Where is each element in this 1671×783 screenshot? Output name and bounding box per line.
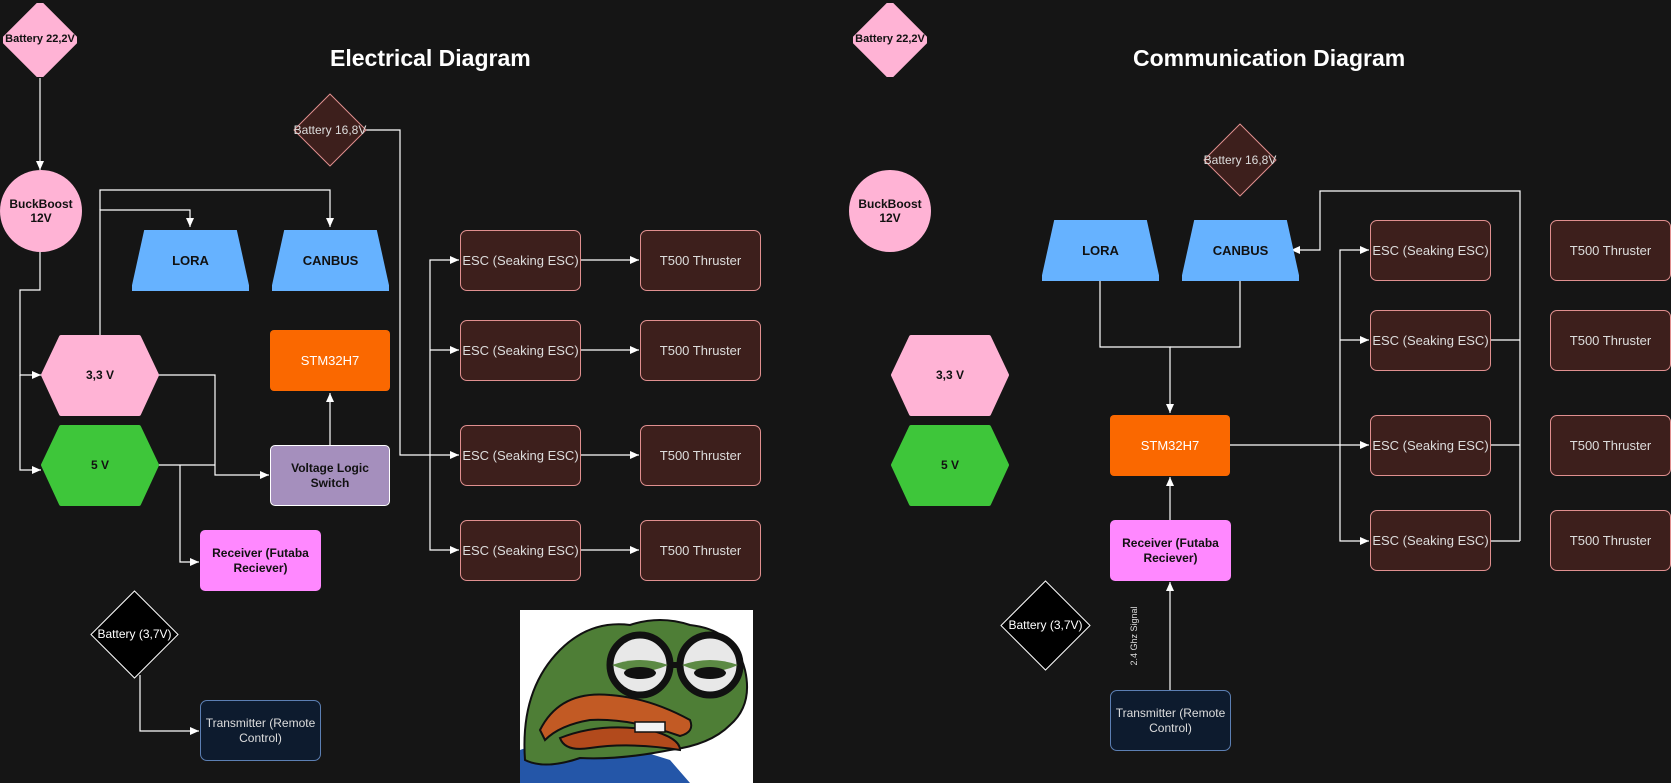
comm-transmitter-node[interactable]: Transmitter (Remote Control) [1110,690,1231,751]
buckboost-node[interactable]: BuckBoost 12V [0,170,82,252]
communication-diagram-title: Communication Diagram [1133,45,1406,71]
trapezoid-shape [1182,220,1299,281]
edge-buckboost-rails [19,250,41,379]
edge-33-canbus [99,189,334,227]
comm-thruster-node[interactable]: T500 Thruster [1550,310,1671,371]
edge-batterytx-transmitter [139,675,199,735]
esc-node[interactable]: ESC (Seaking ESC) [460,520,581,581]
node-label: Battery (3,7V) [97,627,172,642]
comm-battery-16v-node[interactable]: Battery 16,8V [1203,123,1277,197]
comm-receiver-node[interactable]: Receiver (Futaba Reciever) [1110,520,1231,581]
stm32h7-node[interactable]: STM32H7 [270,330,390,391]
comm-canbus-node[interactable]: CANBUS [1182,220,1299,281]
edge-rail-5v [19,375,41,474]
esc-node[interactable]: ESC (Seaking ESC) [460,425,581,486]
thruster-node[interactable]: T500 Thruster [640,320,761,381]
comm-battery-3v7-node[interactable]: Battery (3,7V) [1000,580,1091,671]
electrical-diagram-title: Electrical Diagram [330,45,531,71]
diamond-shape [853,3,927,77]
diamond-shape [90,590,179,679]
comm-esc-node[interactable]: ESC (Seaking ESC) [1370,415,1491,476]
receiver-node[interactable]: Receiver (Futaba Reciever) [200,530,321,591]
comm-lora-node[interactable]: LORA [1042,220,1159,281]
comm-rail-5v-node[interactable]: 5 V [891,425,1009,506]
diamond-shape [1000,580,1091,671]
edge-33-lora [99,209,194,335]
diamond-shape [3,3,77,77]
edge-canbus-stm [1170,280,1241,348]
node-label: Battery 22,2V [855,33,925,46]
signal-label: 2.4 Ghz Signal [1129,606,1139,666]
node-label: Battery (3,7V) [1008,618,1083,633]
hexagon-shape [41,425,159,506]
battery-3v7-node[interactable]: Battery (3,7V) [90,590,179,679]
node-label: 5 V [940,458,959,473]
comm-buckboost-node[interactable]: BuckBoost 12V [849,170,931,252]
node-label: CANBUS [1212,242,1269,258]
trapezoid-shape [132,230,249,291]
comm-esc-node[interactable]: ESC (Seaking ESC) [1370,220,1491,281]
comm-esc-node[interactable]: ESC (Seaking ESC) [1370,510,1491,571]
node-label: Battery 16,8V [1203,152,1277,167]
esc-node[interactable]: ESC (Seaking ESC) [460,230,581,291]
node-label: Battery 16,8V [293,122,367,137]
comm-thruster-node[interactable]: T500 Thruster [1550,415,1671,476]
voltage-logic-switch-node[interactable]: Voltage Logic Switch [270,445,390,506]
hexagon-shape [891,425,1009,506]
frog-meme-image [520,610,753,783]
edge-escleft-esc1 [1339,246,1369,445]
canbus-node[interactable]: CANBUS [272,230,389,291]
diamond-shape [1203,123,1277,197]
edge-escleft-esc4 [1339,445,1369,545]
edge-33-vls [158,374,269,479]
comm-thruster-node[interactable]: T500 Thruster [1550,510,1671,571]
transmitter-node[interactable]: Transmitter (Remote Control) [200,700,321,761]
thruster-node[interactable]: T500 Thruster [640,520,761,581]
node-label: 3,3 V [935,368,965,383]
rail-3v3-node[interactable]: 3,3 V [41,335,159,416]
node-label: LORA [172,252,209,268]
esc-node[interactable]: ESC (Seaking ESC) [460,320,581,381]
node-label: CANBUS [302,252,359,268]
node-label: Battery 22,2V [5,33,75,46]
edge-5v-receiver [179,465,199,566]
rail-5v-node[interactable]: 5 V [41,425,159,506]
frog-with-glasses-icon [520,619,749,783]
trapezoid-shape [272,230,389,291]
thruster-node[interactable]: T500 Thruster [640,230,761,291]
comm-battery-22v-node[interactable]: Battery 22,2V [853,3,927,77]
thruster-node[interactable]: T500 Thruster [640,425,761,486]
edge-battery-escs [365,129,459,459]
battery-22v-node[interactable]: Battery 22,2V [3,3,77,77]
trapezoid-shape [1042,220,1159,281]
edge-bus-esc4 [429,455,459,554]
node-label: LORA [1082,242,1119,258]
comm-esc-node[interactable]: ESC (Seaking ESC) [1370,310,1491,371]
edge-bus-esc1 [429,256,459,455]
comm-thruster-node[interactable]: T500 Thruster [1550,220,1671,281]
lora-node[interactable]: LORA [132,230,249,291]
comm-stm32h7-node[interactable]: STM32H7 [1110,415,1230,476]
diamond-shape [293,93,367,167]
hexagon-shape [41,335,159,416]
hexagon-shape [891,335,1009,416]
node-label: 5 V [90,458,109,473]
node-label: 3,3 V [85,368,115,383]
edge-lora-stm [1099,280,1174,413]
battery-16v-node[interactable]: Battery 16,8V [293,93,367,167]
edge-escbus-canbus [1291,190,1521,541]
comm-rail-3v3-node[interactable]: 3,3 V [891,335,1009,416]
